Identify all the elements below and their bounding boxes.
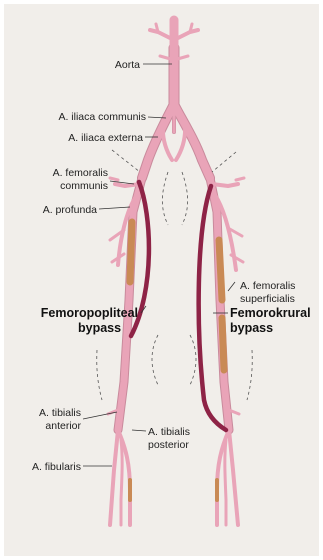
occluded-segment-right-lower [222, 318, 224, 370]
label-iliaca-communis: A. iliaca communis [58, 111, 146, 123]
label-iliaca-externa: A. iliaca externa [68, 132, 143, 144]
label-femoralis-superficialis-line1: A. femoralis [240, 280, 295, 292]
label-femoralis-communis-line2: communis [60, 180, 108, 192]
label-tibialis-anterior-line1: A. tibialis [39, 407, 81, 419]
label-femoralis-superficialis-line2: superficialis [240, 293, 295, 305]
label-profunda: A. profunda [43, 204, 97, 216]
label-tibialis-posterior-line2: posterior [148, 439, 189, 451]
label-femorokrural-line2: bypass [230, 321, 273, 335]
occluded-segment-right [219, 240, 222, 300]
label-femoralis-communis-line1: A. femoralis [53, 167, 108, 179]
label-fibularis: A. fibularis [32, 461, 81, 473]
label-femoropopliteal-line1: Femoropopliteal [41, 306, 138, 320]
label-femorokrural-line1: Femorokrural [230, 306, 311, 320]
label-tibialis-anterior-line2: anterior [45, 420, 81, 432]
label-aorta: Aorta [115, 59, 140, 71]
label-femoropopliteal-line2: bypass [78, 321, 121, 335]
occluded-segment-left [130, 222, 132, 282]
label-tibialis-posterior-line1: A. tibialis [148, 426, 190, 438]
